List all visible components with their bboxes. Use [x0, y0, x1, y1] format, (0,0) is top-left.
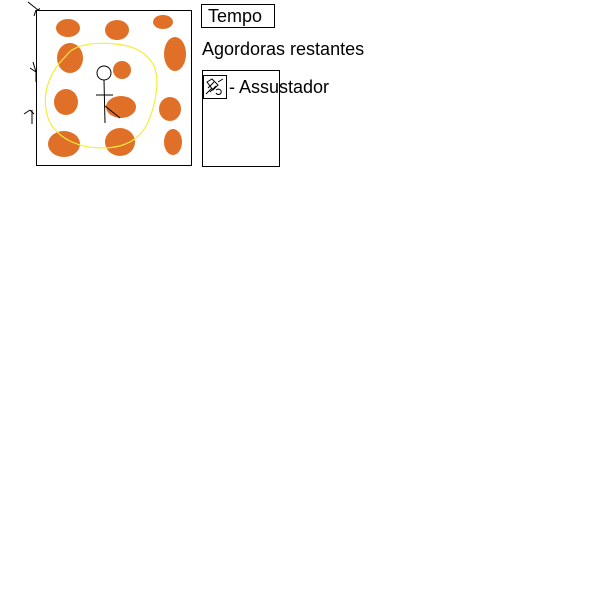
sprout-mark-top [27, 1, 40, 17]
pumpkin[interactable] [105, 20, 129, 40]
edge-sprout-marks [23, 1, 40, 124]
scarecrow-label: - Assustador [229, 77, 330, 97]
inventory-panel [202, 70, 280, 167]
player-stick-figure[interactable] [96, 65, 121, 124]
game-field[interactable] [36, 10, 192, 166]
inventory-item-scarecrow[interactable]: - Assustador [203, 74, 329, 100]
time-label: Tempo [208, 6, 263, 26]
pumpkin[interactable] [159, 97, 181, 121]
player-body [96, 79, 121, 124]
pumpkin[interactable] [164, 129, 182, 155]
remaining-pumpkins-label: Agordoras restantes [202, 39, 365, 59]
pumpkin[interactable] [56, 19, 80, 37]
pumpkin[interactable] [113, 61, 131, 79]
sprout-mark-bottom [23, 109, 35, 124]
pumpkin[interactable] [164, 37, 186, 71]
time-panel: Tempo [201, 4, 275, 28]
pumpkin[interactable] [153, 15, 173, 29]
pumpkin[interactable] [57, 43, 83, 73]
pumpkin[interactable] [54, 89, 78, 115]
range-ring [44, 42, 158, 149]
pumpkin[interactable] [105, 128, 135, 156]
pumpkin[interactable] [48, 131, 80, 157]
scarecrow-icon[interactable] [203, 75, 227, 99]
pumpkin[interactable] [106, 96, 136, 118]
